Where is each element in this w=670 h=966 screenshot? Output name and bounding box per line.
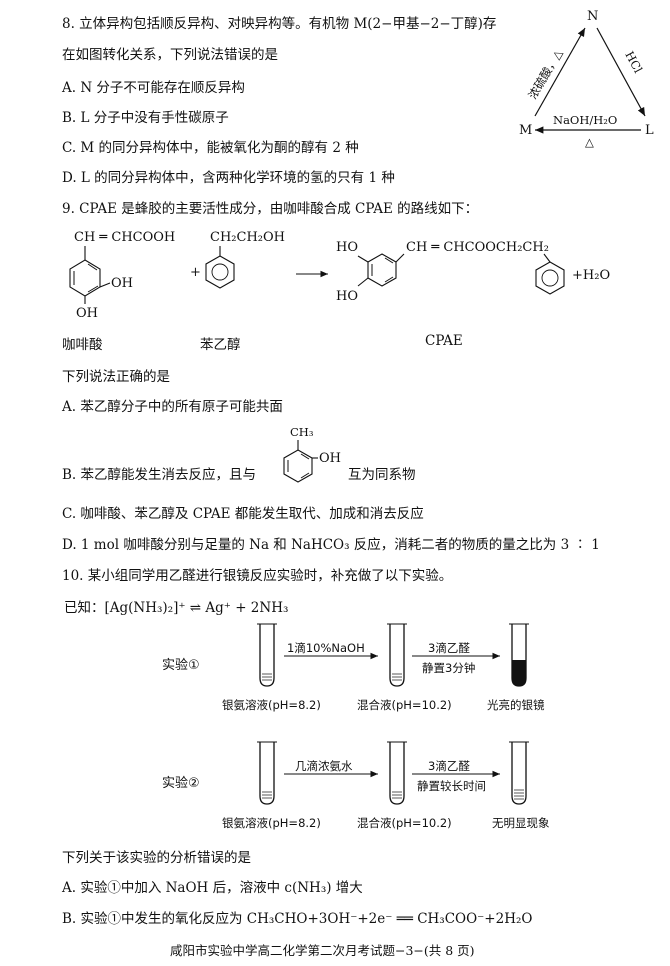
exp2-label: 实验② <box>162 776 200 791</box>
node-l: L <box>645 123 654 138</box>
q8-option-b: B. L 分子中没有手性碳原子 <box>62 110 229 126</box>
label-n-to-l: HCl <box>622 49 645 76</box>
cpae-ho-1: HO <box>336 240 358 255</box>
plus-sign: + <box>190 265 201 280</box>
q10-known: 已知：[Ag(NH₃)₂]⁺ ⇌ Ag⁺ + 2NH₃ <box>64 600 289 616</box>
exp2-tube2-label: 混合液(pH=10.2) <box>357 816 452 830</box>
phenylethanol-name: 苯乙醇 <box>200 337 241 353</box>
phenylethanol-structure: CH₂CH₂OH <box>205 230 285 289</box>
page-footer: 咸阳市实验中学高二化学第二次月考试题−3−(共 8 页) <box>170 943 475 958</box>
cpae-name: CPAE <box>425 333 463 349</box>
exp1-tube-3 <box>509 623 529 687</box>
q8-stem-line1: 8. 立体异构包括顺反异构、对映异构等。有机物 M(2−甲基−2−丁醇)存 <box>62 16 497 32</box>
caffeic-chain: CH ═ CHCOOH <box>74 230 175 245</box>
q10-option-b: B. 实验①中发生的氧化反应为 CH₃CHO+3OH⁻+2e⁻ ══ CH₃CO… <box>62 911 533 927</box>
exp2-step2a: 3滴乙醛 <box>428 759 470 773</box>
exp2-tube1-label: 银氨溶液(pH=8.2) <box>222 816 321 830</box>
o-cresol-structure: CH₃ OH <box>283 425 341 483</box>
caffeic-oh-2: OH <box>76 306 98 321</box>
q8-transformation-diagram: N M L 浓硫酸，△ HCl NaOH/H₂O △ <box>519 9 654 149</box>
arrow-n-to-l <box>596 27 646 117</box>
exp1-tube-2 <box>387 623 407 687</box>
q8-option-d: D. L 的同分异构体中，含两种化学环境的氢的只有 1 种 <box>62 170 395 186</box>
exp2-tube-2 <box>387 741 407 805</box>
water-product: +H₂O <box>572 268 610 283</box>
exp1-tube-1 <box>257 623 277 687</box>
exp1-step2a: 3滴乙醛 <box>428 641 470 655</box>
q9-option-c: C. 咖啡酸、苯乙醇及 CPAE 都能发生取代、加成和消去反应 <box>62 506 424 522</box>
q9-stem: 9. CPAE 是蜂胶的主要活性成分，由咖啡酸合成 CPAE 的路线如下： <box>62 201 479 217</box>
exp2-tube-3 <box>509 741 529 805</box>
node-n: N <box>587 9 598 24</box>
exp1-tube1-label: 银氨溶液(pH=8.2) <box>222 698 321 712</box>
q10-option-a: A. 实验①中加入 NaOH 后，溶液中 c(NH₃) 增大 <box>62 880 363 896</box>
exp2-tube3-label: 无明显现象 <box>492 816 550 830</box>
exp1-step2b: 静置3分钟 <box>422 661 476 675</box>
q9-option-d: D. 1 mol 咖啡酸分别与足量的 Na 和 NaHCO₃ 反应，消耗二者的物… <box>62 537 600 553</box>
q8-option-c: C. M 的同分异构体中，能被氧化为酮的醇有 2 种 <box>62 140 359 156</box>
label-l-to-m-bottom: △ <box>585 135 594 149</box>
exp2-step2b: 静置较长时间 <box>417 779 486 793</box>
q10-stem: 10. 某小组同学用乙醛进行银镜反应实验时，补充做了以下实验。 <box>62 568 453 584</box>
q9-option-a: A. 苯乙醇分子中的所有原子可能共面 <box>62 399 283 415</box>
q9-option-b-pre: B. 苯乙醇能发生消去反应，且与 <box>62 467 257 483</box>
exp1-apparatus <box>257 623 529 687</box>
phenethyl-chain: CH₂CH₂OH <box>210 230 285 245</box>
q8-stem-line2: 在如图转化关系，下列说法错误的是 <box>62 47 278 63</box>
cresol-oh: OH <box>319 451 341 466</box>
cresol-ch3: CH₃ <box>290 425 314 439</box>
exp2-tube-1 <box>257 741 277 805</box>
caffeic-oh-1: OH <box>111 276 133 291</box>
cpae-chain: CH ═ CHCOOCH₂CH₂ <box>406 240 549 255</box>
node-m: M <box>519 123 532 138</box>
caffeic-acid-structure: CH ═ CHCOOH OH OH <box>69 230 175 321</box>
exp1-tube2-label: 混合液(pH=10.2) <box>357 698 452 712</box>
exp1-label: 实验① <box>162 658 200 673</box>
q8-option-a: A. N 分子不可能存在顺反异构 <box>62 80 245 96</box>
q9-reaction-scheme: CH ═ CHCOOH OH OH + CH₂CH₂OH HO HO CH ═ … <box>69 230 610 321</box>
exp1-step1: 1滴10%NaOH <box>287 641 365 655</box>
q9-question: 下列说法正确的是 <box>62 369 170 385</box>
exp2-step1: 几滴浓氨水 <box>295 759 353 773</box>
q9-option-b-post: 互为同系物 <box>348 467 416 483</box>
label-l-to-m-top: NaOH/H₂O <box>553 113 617 127</box>
exp2-apparatus <box>257 741 529 805</box>
q10-question: 下列关于该实验的分析错误的是 <box>62 850 251 866</box>
cpae-structure: HO HO CH ═ CHCOOCH₂CH₂ <box>336 240 565 304</box>
cpae-ho-2: HO <box>336 289 358 304</box>
caffeic-acid-name: 咖啡酸 <box>62 337 103 353</box>
exp1-tube3-label: 光亮的银镜 <box>487 698 545 712</box>
arrow-m-to-n <box>534 27 586 117</box>
